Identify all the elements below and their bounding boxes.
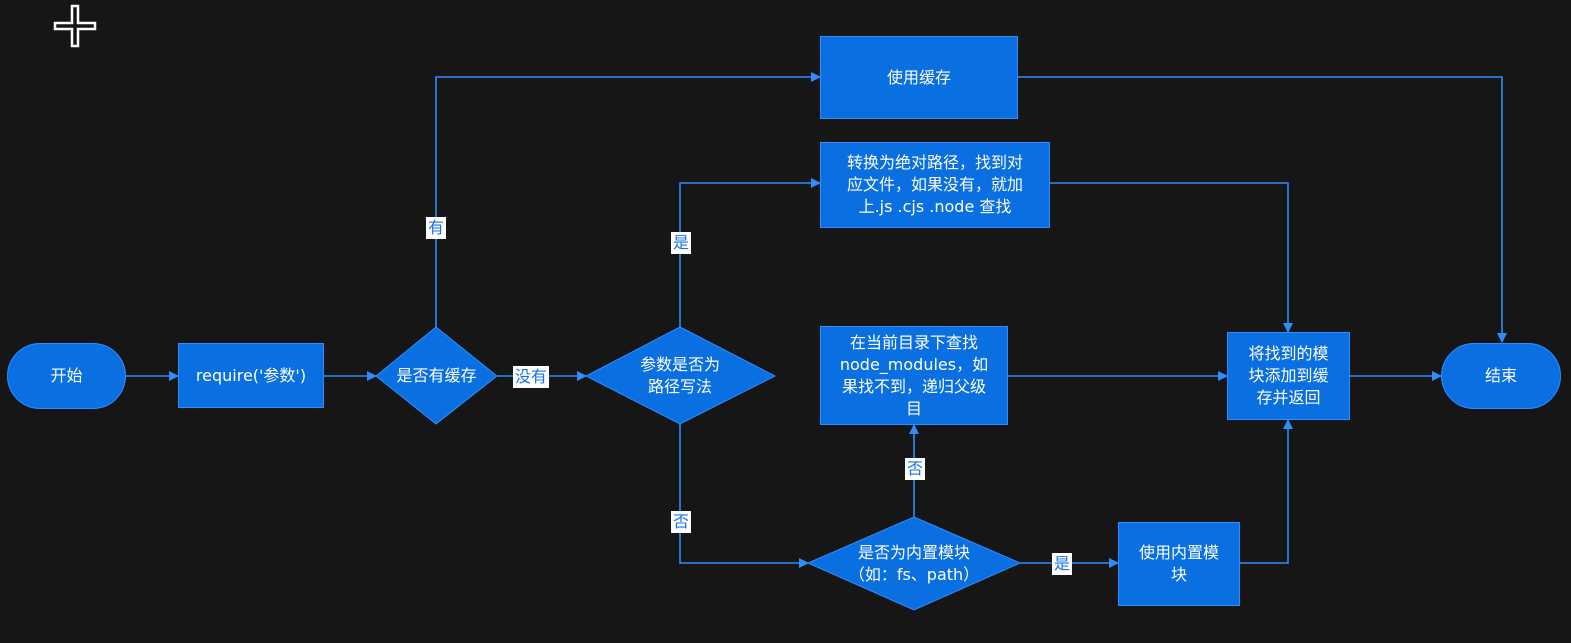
add-cache-box: 将找到的模 块添加到缓 存并返回 — [1227, 332, 1350, 420]
edge-label-no-builtin: 否 — [905, 458, 926, 480]
edge-usecache-end — [1018, 76, 1507, 343]
is-builtin-label: 是否为内置模块 （如：fs、path） — [848, 543, 980, 584]
edge-abspath-addcache — [1050, 182, 1293, 333]
end-terminal: 结束 — [1441, 343, 1561, 409]
edge-usebuiltin-addcache — [1240, 419, 1293, 564]
edge-label-yes-builtin: 是 — [1052, 553, 1073, 575]
is-path-label: 参数是否为 路径写法 — [639, 355, 720, 396]
edge-label-none: 没有 — [513, 366, 550, 388]
abs-path-box: 转换为绝对路径，找到对 应文件，如果没有，就加 上.js .cjs .node … — [820, 142, 1050, 228]
edge-hascache-usecache — [435, 72, 821, 327]
has-cache-diamond — [375, 326, 498, 425]
edge-label-has: 有 — [426, 217, 447, 239]
start-terminal: 开始 — [7, 343, 126, 409]
move-icon[interactable] — [52, 4, 98, 48]
node-modules-box: 在当前目录下查找 node_modules，如 果找不到，递归父级 目 — [820, 326, 1008, 425]
require-box: require('参数') — [178, 343, 324, 408]
use-cache-box: 使用缓存 — [820, 36, 1018, 119]
is-path-diamond — [584, 326, 777, 425]
is-builtin-diamond — [806, 516, 1022, 611]
edge-ispath-isbuiltin — [679, 424, 809, 568]
edge-label-yes-path: 是 — [671, 232, 692, 254]
use-builtin-box: 使用内置模 块 — [1118, 522, 1240, 606]
has-cache-label: 是否有缓存 — [396, 366, 477, 385]
edge-ispath-abspath — [679, 178, 821, 327]
edge-label-no-path: 否 — [671, 511, 692, 533]
